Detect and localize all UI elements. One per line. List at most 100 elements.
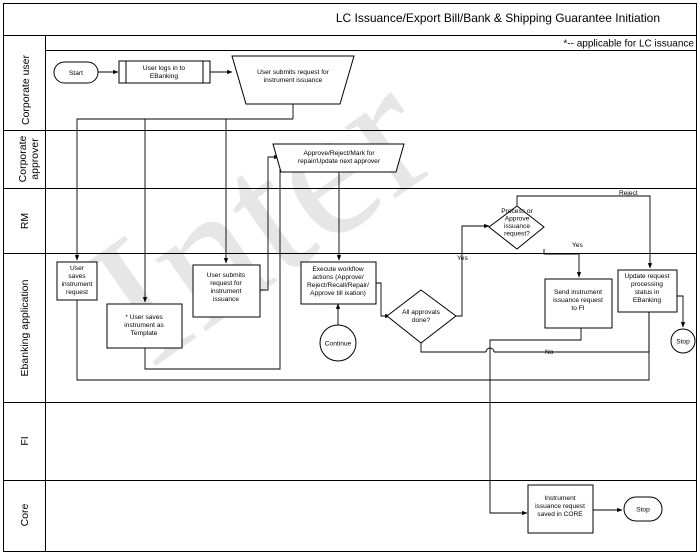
edge-approvals-no xyxy=(420,300,650,353)
node-continue-text: Continue xyxy=(325,341,352,348)
nodes xyxy=(53,55,696,534)
edge-to-user-saves xyxy=(74,118,293,261)
node-process-q-line: Process or xyxy=(501,208,533,215)
node-stop-ebank-line: Stop xyxy=(676,339,690,346)
edge-send-to-core xyxy=(489,328,582,516)
node-submits-line: issuance xyxy=(213,296,239,303)
edge-label-no: No xyxy=(545,349,554,356)
node-execute-line: Reject/Recall/Repair/ xyxy=(307,282,369,289)
node-login-line: User logs in to xyxy=(143,65,185,72)
node-approve-shape xyxy=(272,143,405,173)
node-submits-line: instrument xyxy=(211,288,242,295)
applicability-note: *-- applicable for LC issuance xyxy=(563,39,694,50)
node-update-status-shape xyxy=(617,269,678,313)
lane-label-fi: FI xyxy=(19,436,31,445)
node-continue-shape xyxy=(319,324,357,362)
node-submits-line: User submits xyxy=(207,272,246,279)
node-execute-line: Approve till ixation) xyxy=(310,290,366,297)
node-user-saves-line: instrument xyxy=(62,281,93,288)
node-start-shape xyxy=(53,61,99,84)
edge-approvals-yes xyxy=(456,223,490,317)
node-submits-line: request for xyxy=(210,280,242,287)
lane-label-corporate-approver-line: Corporate xyxy=(17,136,29,183)
lane-label-ebanking-application: Ebanking application xyxy=(19,279,31,376)
node-execute-line: actions (Approve/ xyxy=(312,274,363,281)
node-update-status-line: processing xyxy=(631,281,663,288)
edge-submits-to-approve xyxy=(260,154,280,291)
node-stop-core-shape xyxy=(623,496,663,522)
node-saved-core-line: saved in CORE xyxy=(537,511,583,518)
node-stop-ebank-text: Stop xyxy=(676,339,690,346)
node-all-approvals-line: done? xyxy=(412,317,431,324)
node-approve-line: repair/Update next approver xyxy=(298,158,381,165)
node-execute-shape xyxy=(300,261,377,305)
node-update-status-line: EBanking xyxy=(633,297,662,304)
node-process-q-line: request? xyxy=(504,231,530,238)
lane-label-corporate-approver-line: approver xyxy=(29,138,41,180)
node-send-fi-shape xyxy=(544,278,613,329)
node-approve-line: Approve/Reject/Mark for xyxy=(303,150,375,157)
node-template-line: * User saves xyxy=(125,314,163,321)
node-start-line: Start xyxy=(69,70,83,77)
node-submits-shape xyxy=(192,264,261,318)
node-submit-request-line: instrument issuance xyxy=(264,77,323,84)
node-stop-core-text: Stop xyxy=(636,507,650,514)
node-user-saves-line: User xyxy=(70,265,85,272)
lane-label-corporate-approver: Corporateapprover xyxy=(17,136,41,183)
node-update-status-line: status in xyxy=(635,289,660,296)
lane-grid xyxy=(3,3,697,552)
node-send-fi-line: Send instrument xyxy=(554,289,602,296)
node-user-saves-line: saves xyxy=(68,273,86,280)
node-saved-core-shape xyxy=(527,484,594,534)
node-saved-core-line: issuance request xyxy=(535,503,585,510)
edge-label-yes-rm: Yes xyxy=(572,242,583,249)
node-all-approvals-line: All approvals xyxy=(402,309,440,316)
line-hop xyxy=(485,347,495,353)
node-send-fi-line: issuance request xyxy=(553,297,603,304)
node-login-shape xyxy=(118,60,211,84)
node-continue-line: Continue xyxy=(325,341,352,348)
node-update-status-line: Update request xyxy=(624,273,669,280)
node-process-q-line: issuance xyxy=(504,223,530,230)
node-all-approvals-shape xyxy=(386,289,457,344)
node-saved-core-line: Instrument xyxy=(544,495,575,502)
node-submit-request-line: User submits request for xyxy=(257,69,330,76)
node-stop-ebank-shape xyxy=(670,328,696,354)
edge-execute-to-approvals xyxy=(376,282,391,319)
diagram-title: LC Issuance/Export Bill/Bank & Shipping … xyxy=(336,11,660,25)
edge-label-yes-approvals: Yes xyxy=(457,255,468,262)
edge-template-return xyxy=(144,157,281,370)
node-login-line: EBanking xyxy=(150,73,179,80)
node-stop-core-line: Stop xyxy=(636,507,650,514)
edge-label-reject: Reject xyxy=(619,190,638,197)
lane-label-core: Core xyxy=(19,503,31,526)
node-execute-line: Execute workflow xyxy=(312,266,364,273)
node-send-fi-line: to FI xyxy=(571,305,584,312)
node-process-q-line: Approve xyxy=(505,216,530,223)
node-template-shape xyxy=(106,303,183,349)
edge-process-yes xyxy=(543,249,582,278)
edge-update-to-stop xyxy=(677,295,686,328)
node-process-q-shape xyxy=(488,205,545,250)
lane-label-rm: RM xyxy=(19,213,31,229)
connectors xyxy=(74,69,686,516)
edge-process-reject xyxy=(516,195,653,269)
node-start-text: Start xyxy=(69,70,83,77)
node-user-saves-shape xyxy=(56,261,98,301)
node-submit-request-shape xyxy=(231,55,355,105)
node-user-saves-line: request xyxy=(66,289,88,296)
node-template-line: Template xyxy=(131,330,158,337)
